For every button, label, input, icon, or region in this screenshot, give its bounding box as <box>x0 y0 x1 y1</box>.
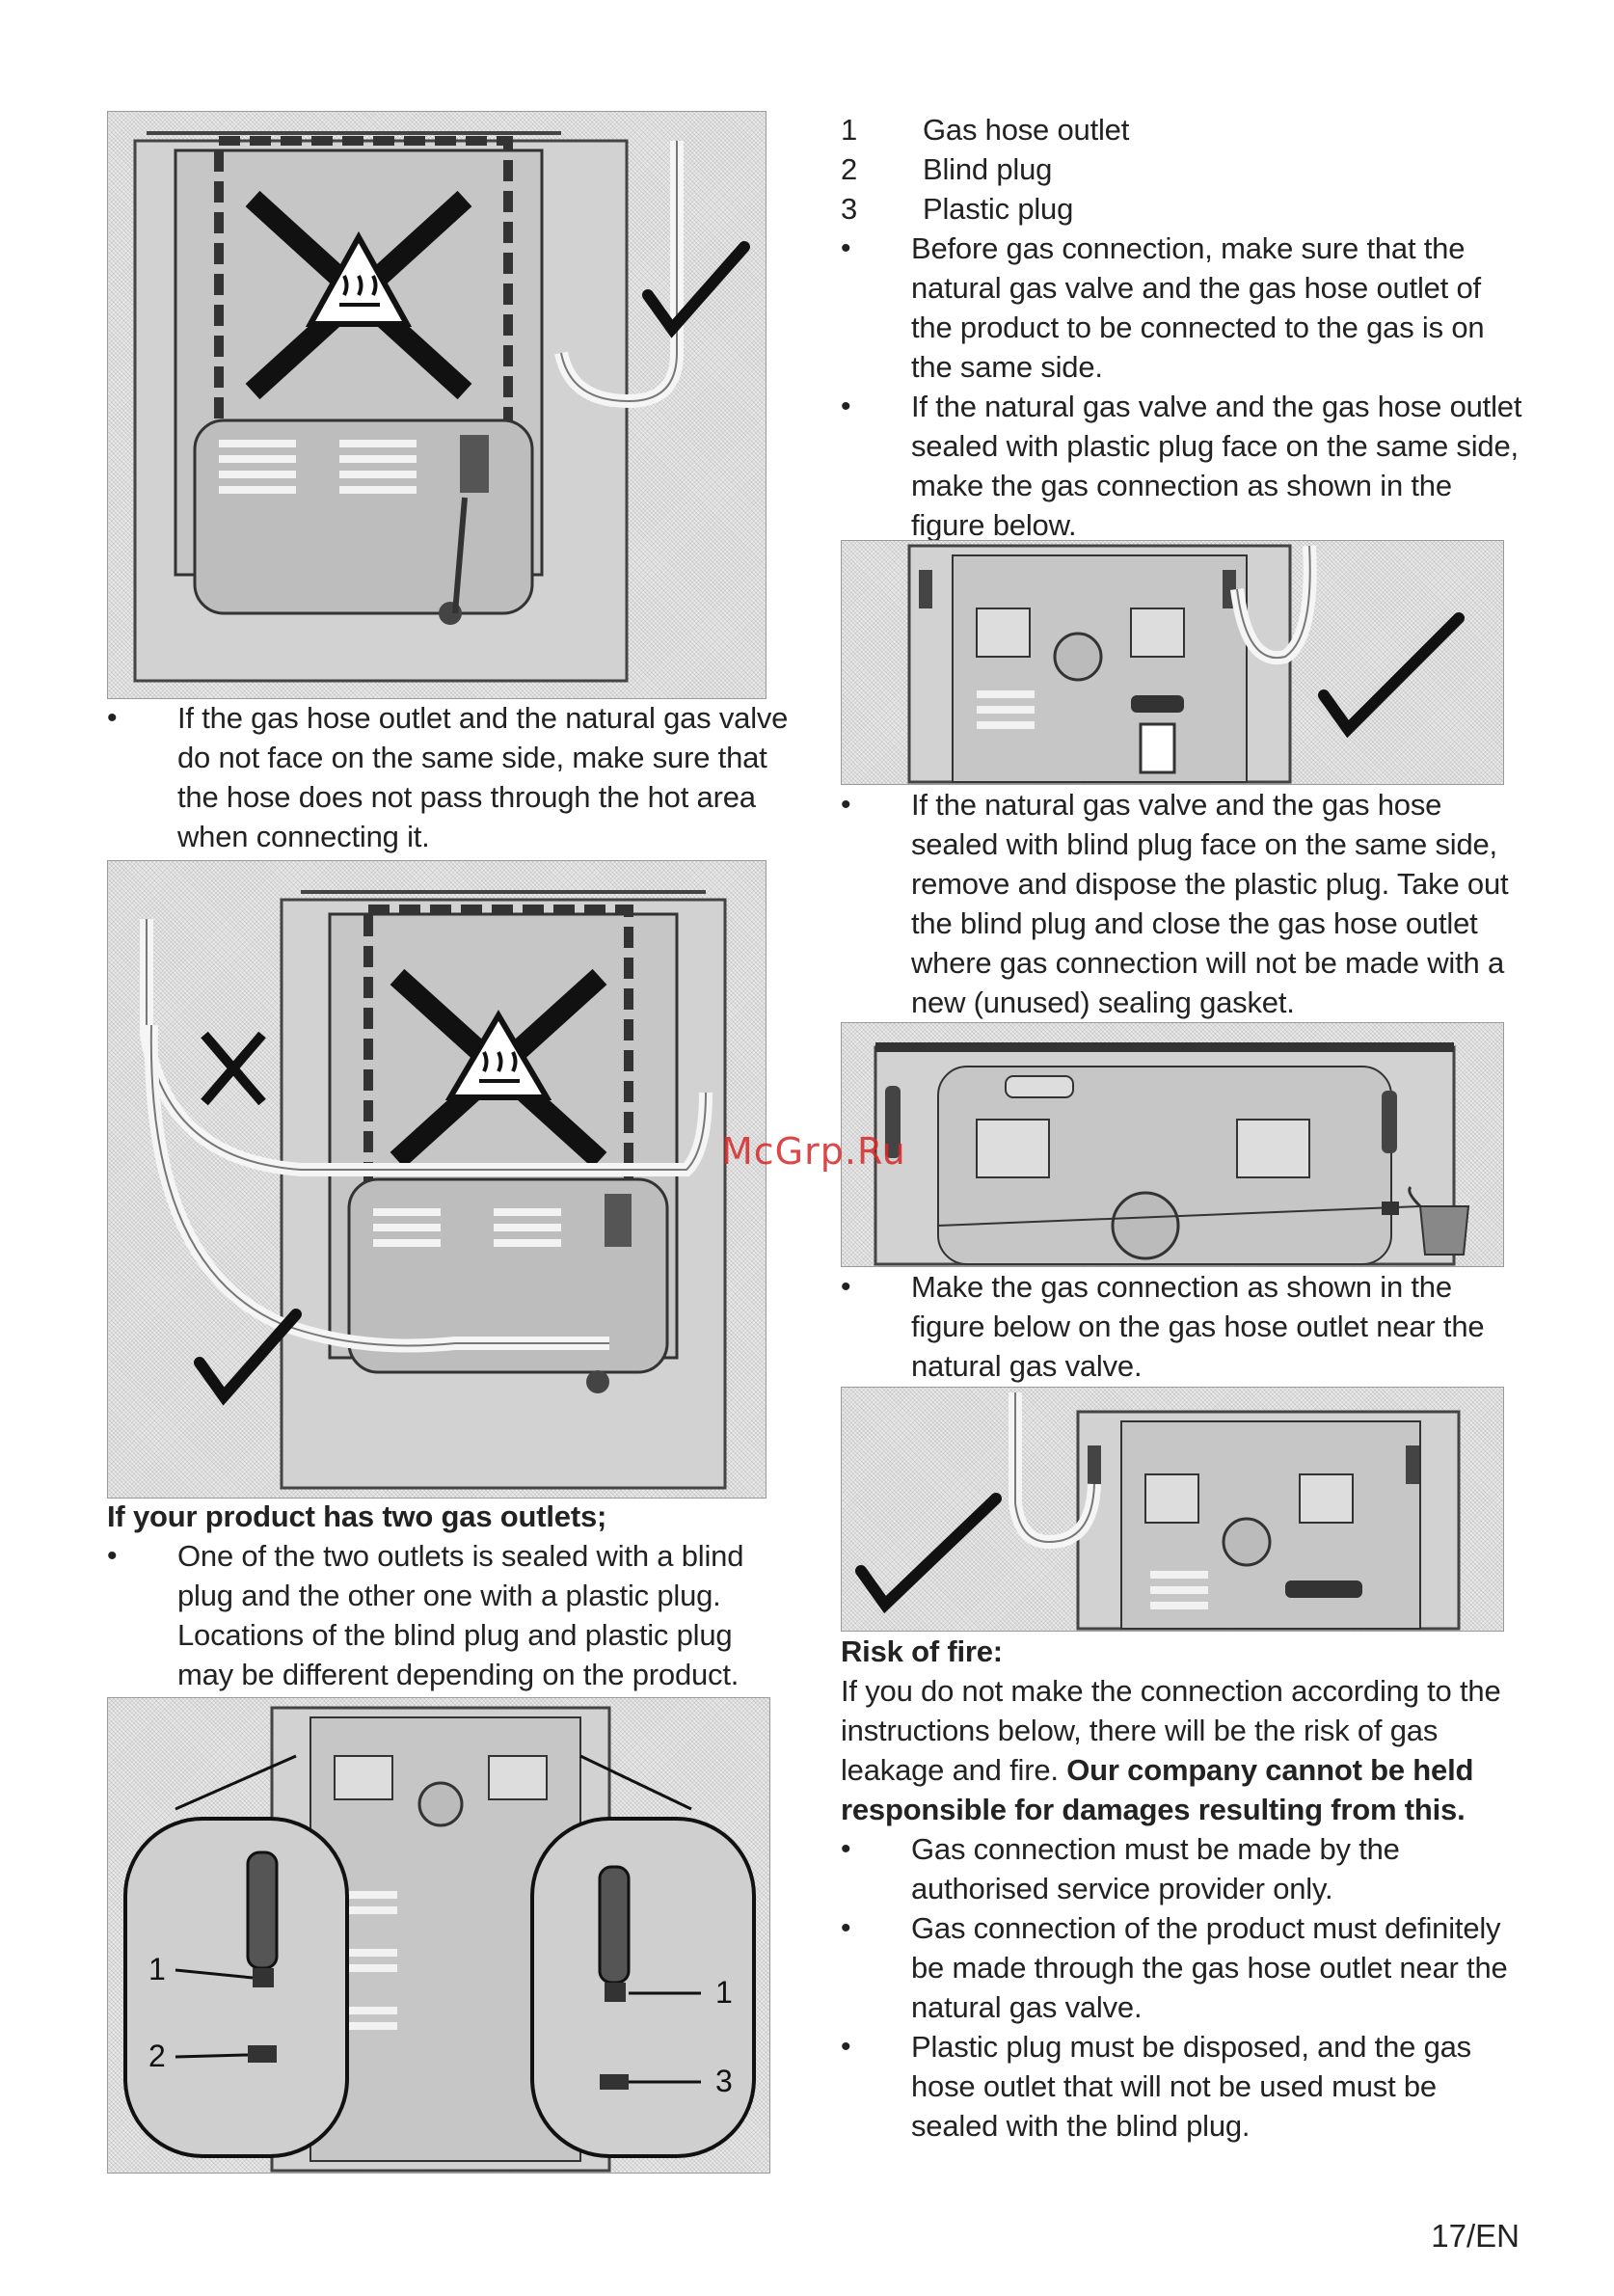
right-column-top: 1 Gas hose outlet 2 Blind plug 3 Plastic… <box>841 110 1527 545</box>
legend-label: Gas hose outlet <box>923 113 1130 147</box>
oven-plastic-plug-diagram <box>907 544 1465 784</box>
legend-list: 1 Gas hose outlet 2 Blind plug 3 Plastic… <box>841 110 1527 229</box>
right-column-lower: Make the gas connection as shown in the … <box>841 1267 1527 1386</box>
callout-left-2: 2 <box>148 2039 166 2073</box>
legend-item: 3 Plastic plug <box>841 189 1527 229</box>
bullet-plastic-plug-side: If the natural gas valve and the gas hos… <box>841 387 1527 545</box>
bullet-same-side-check: Before gas connection, make sure that th… <box>841 229 1527 387</box>
callout-left-1: 1 <box>148 1952 166 1986</box>
bullet-authorised-provider: Gas connection must be made by the autho… <box>841 1829 1527 1908</box>
figure-blind-plug-replacement <box>841 1022 1504 1267</box>
bullet-outlet-near-valve: Gas connection of the product must defin… <box>841 1908 1527 2027</box>
oven-near-valve-diagram <box>855 1392 1461 1631</box>
page-number: 17/EN <box>1431 2218 1520 2254</box>
bullet-dispose-plastic-plug: Plastic plug must be disposed, and the g… <box>841 2027 1527 2146</box>
legend-number: 2 <box>841 152 858 186</box>
figure-hose-avoid-hot-area <box>107 111 767 699</box>
oven-blind-plug-diagram <box>874 1042 1470 1266</box>
callout-right-1: 1 <box>715 1975 733 2010</box>
bullet-hose-not-hot-area: If the gas hose outlet and the natural g… <box>107 698 794 856</box>
figure-hose-routing <box>107 860 767 1499</box>
legend-number: 1 <box>841 113 858 147</box>
risk-of-fire-text: If you do not make the connection accord… <box>841 1671 1527 1829</box>
risk-text-bold: Our company cannot be held responsible f… <box>841 1753 1474 1826</box>
figure-plastic-plug-connection <box>841 540 1504 785</box>
right-column-risk: Risk of fire: If you do not make the con… <box>841 1632 1527 2146</box>
figure-connection-near-valve <box>841 1387 1504 1632</box>
risk-text-normal: If you do not make the connection accord… <box>841 1674 1501 1787</box>
legend-item: 1 Gas hose outlet <box>841 110 1527 149</box>
oven-back-routing-diagram <box>140 890 727 1490</box>
bullet-two-outlets: One of the two outlets is sealed with a … <box>107 1536 794 1694</box>
bullet-blind-plug-side: If the natural gas valve and the gas hos… <box>841 785 1527 1022</box>
figure-two-outlets-callouts: 1 2 1 3 <box>107 1697 770 2174</box>
bullet-connect-near-valve: Make the gas connection as shown in the … <box>841 1267 1527 1386</box>
right-column-middle: If the natural gas valve and the gas hos… <box>841 785 1527 1022</box>
legend-item: 2 Blind plug <box>841 149 1527 189</box>
left-column-middle: If your product has two gas outlets; One… <box>107 1497 794 1694</box>
callout-right-3: 3 <box>715 2064 733 2098</box>
risk-of-fire-heading: Risk of fire: <box>841 1634 1003 1668</box>
two-outlets-heading: If your product has two gas outlets; <box>107 1499 607 1533</box>
legend-number: 3 <box>841 192 858 226</box>
legend-label: Blind plug <box>923 152 1053 186</box>
watermark: McGrp.Ru <box>721 1130 906 1173</box>
oven-back-diagram <box>133 131 750 683</box>
left-column-top: If the gas hose outlet and the natural g… <box>107 698 794 856</box>
legend-label: Plastic plug <box>923 192 1074 226</box>
oven-outlets-diagram: 1 2 1 3 <box>123 1706 756 2173</box>
